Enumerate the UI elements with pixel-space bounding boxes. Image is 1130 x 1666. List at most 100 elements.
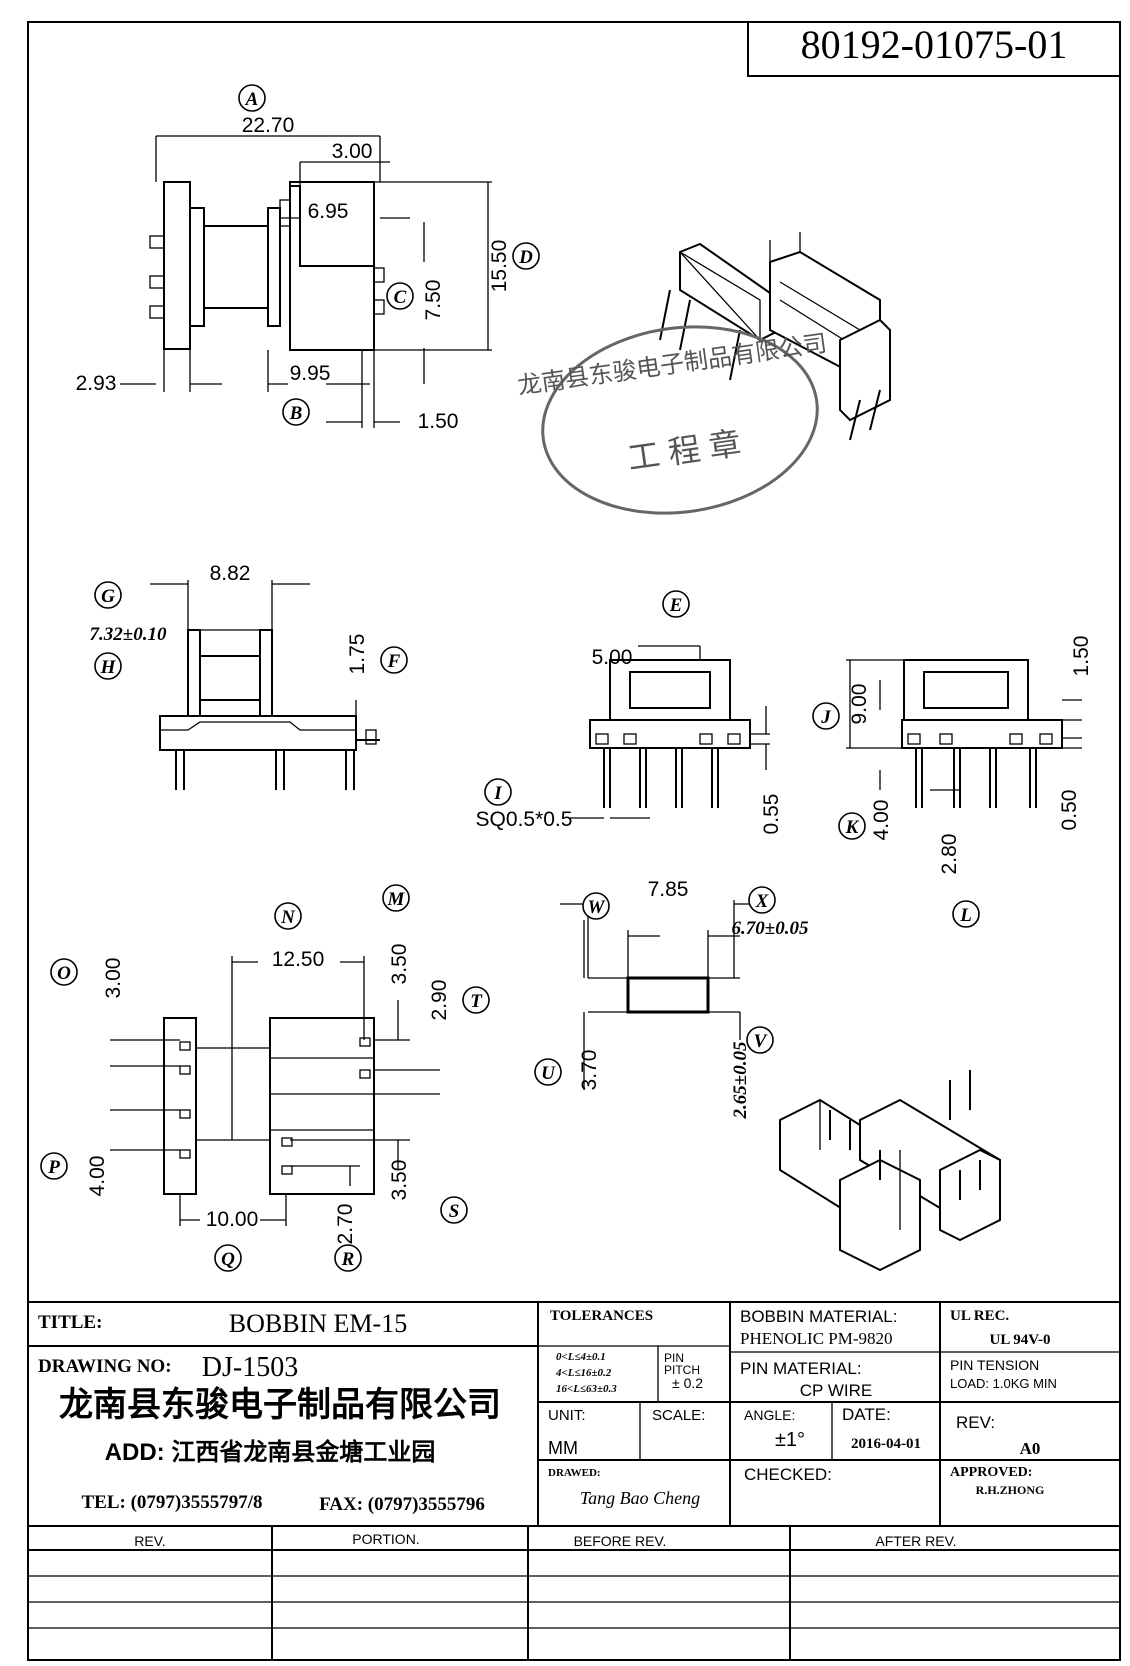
callout-e: E: [662, 590, 690, 618]
svg-text:G: G: [101, 586, 115, 607]
stamp-label: 工 程 章: [625, 425, 743, 476]
dim-3-50-bottom: 3.50: [388, 1160, 411, 1201]
callout-b: B: [282, 398, 310, 426]
svg-text:L: L: [959, 905, 972, 926]
callout-k: K: [838, 812, 866, 840]
dim-1-75: 1.75: [346, 634, 369, 675]
callout-h: H: [94, 652, 122, 680]
pin-pitch-value: ± 0.2: [672, 1375, 703, 1391]
engineering-stamp: 龙南县东骏电子制品有限公司 工 程 章: [516, 325, 829, 515]
dim-7-85: 7.85: [648, 878, 689, 901]
dim-2-70: 2.70: [334, 1204, 357, 1245]
top-view: 22.70 3.00 6.95 15.50 7.50 2.93 9.95 1.5…: [76, 84, 540, 433]
dim-12-50: 12.50: [272, 948, 325, 971]
scale-label: SCALE:: [652, 1407, 705, 1424]
callout-d: D: [512, 242, 540, 270]
svg-text:U: U: [541, 1063, 556, 1084]
revision-table: REV. PORTION. BEFORE REV. AFTER REV.: [28, 1526, 1120, 1660]
dim-10-00: 10.00: [206, 1208, 259, 1231]
dim-7-50: 7.50: [422, 280, 445, 321]
tolerances-label: TOLERANCES: [550, 1308, 653, 1324]
svg-text:O: O: [57, 963, 71, 984]
company-fax: FAX: (0797)3555796: [319, 1494, 485, 1515]
dim-1-50-end: 1.50: [1070, 636, 1093, 677]
dim-4-00-end: 4.00: [870, 800, 893, 841]
tolerance-3: 16<L≤63±0.3: [556, 1383, 617, 1395]
drawn-label: DRAWED:: [548, 1467, 601, 1479]
callout-a: A: [238, 84, 266, 112]
dim-15-50: 15.50: [488, 240, 511, 293]
svg-text:M: M: [387, 889, 406, 910]
svg-text:P: P: [47, 1157, 60, 1178]
company-name: 龙南县东骏电子制品有限公司: [59, 1385, 501, 1424]
callout-n: N: [274, 902, 302, 930]
core-section-view: 7.85 6.70±0.05 3.70 2.65±0.05 W X U V: [534, 878, 809, 1119]
part-number: 80192-01075-01: [801, 22, 1068, 67]
callout-o: O: [50, 958, 78, 986]
rev-header-after: AFTER REV.: [875, 1533, 956, 1549]
dim-6-70: 6.70±0.05: [732, 918, 809, 939]
rev-value: A0: [1020, 1439, 1041, 1458]
dim-0-50: 0.50: [1058, 790, 1081, 831]
approved-value: R.H.ZHONG: [976, 1483, 1045, 1497]
unit-value: MM: [548, 1438, 578, 1458]
callout-p: P: [40, 1152, 68, 1180]
callout-u: U: [534, 1058, 562, 1086]
svg-text:V: V: [754, 1031, 768, 1052]
svg-text:W: W: [588, 897, 606, 918]
drawing-border: [27, 21, 1121, 1661]
approved-label: APPROVED:: [950, 1465, 1032, 1480]
dim-1-50-top: 1.50: [418, 410, 459, 433]
pin-material-label: PIN MATERIAL:: [740, 1359, 862, 1378]
callout-t: T: [462, 986, 490, 1014]
checked-label: CHECKED:: [744, 1465, 832, 1484]
iso-view-bottom: [779, 1070, 1001, 1272]
dim-3-00-top: 3.00: [332, 140, 373, 163]
callout-r: R: [334, 1244, 362, 1272]
dim-4-00-bottom: 4.00: [86, 1156, 109, 1197]
rev-label: REV:: [956, 1413, 995, 1432]
dim-7-32: 7.32±0.10: [90, 624, 167, 645]
callout-c: C: [386, 282, 414, 310]
dim-22-70: 22.70: [242, 114, 295, 137]
callout-l: L: [952, 900, 980, 928]
date-value: 2016-04-01: [851, 1436, 921, 1452]
angle-label: ANGLE:: [744, 1407, 795, 1423]
dim-3-50-top: 3.50: [388, 944, 411, 985]
callout-w: W: [582, 892, 610, 920]
ul-label: UL REC.: [950, 1308, 1009, 1324]
iso-view-top: [659, 232, 891, 441]
dim-2-90: 2.90: [428, 980, 451, 1021]
svg-text:B: B: [289, 403, 303, 424]
rev-header-before: BEFORE REV.: [574, 1533, 667, 1549]
pin-pitch-label-2: PITCH: [664, 1363, 700, 1377]
dim-2-93: 2.93: [76, 372, 117, 395]
dim-9-95: 9.95: [290, 362, 331, 385]
tolerance-2: 4<L≤16±0.2: [555, 1367, 612, 1379]
svg-text:E: E: [669, 595, 683, 616]
callout-g: G: [94, 581, 122, 609]
bottom-view: 12.50 3.50 3.00 2.90 4.00 10.00 2.70 3.5…: [40, 884, 490, 1272]
title-block: TITLE: BOBBIN EM-15 DRAWING NO: DJ-1503 …: [28, 1301, 1120, 1527]
drawn-value: Tang Bao Cheng: [580, 1488, 700, 1508]
svg-text:I: I: [493, 783, 502, 804]
dim-2-80: 2.80: [938, 834, 961, 875]
callout-s: S: [440, 1196, 468, 1224]
dim-3-70: 3.70: [578, 1050, 601, 1091]
callout-f: F: [380, 646, 408, 674]
callout-q: Q: [214, 1244, 242, 1272]
callout-x: X: [748, 886, 776, 914]
title-label: TITLE:: [38, 1312, 102, 1333]
dim-5-00: 5.00: [592, 646, 633, 669]
svg-text:D: D: [518, 247, 533, 268]
stamp-company: 龙南县东骏电子制品有限公司: [516, 330, 829, 400]
side-view: 8.82 7.32±0.10 1.75 G H F: [90, 562, 408, 790]
dim-6-95: 6.95: [308, 200, 349, 223]
pin-pitch-label-1: PIN: [664, 1351, 684, 1365]
company-tel: TEL: (0797)3555797/8: [81, 1492, 262, 1513]
drawing-no-value: DJ-1503: [202, 1352, 298, 1383]
rev-header-portion: PORTION.: [352, 1531, 419, 1547]
dim-sq: SQ0.5*0.5: [476, 808, 573, 831]
unit-label: UNIT:: [548, 1407, 586, 1424]
